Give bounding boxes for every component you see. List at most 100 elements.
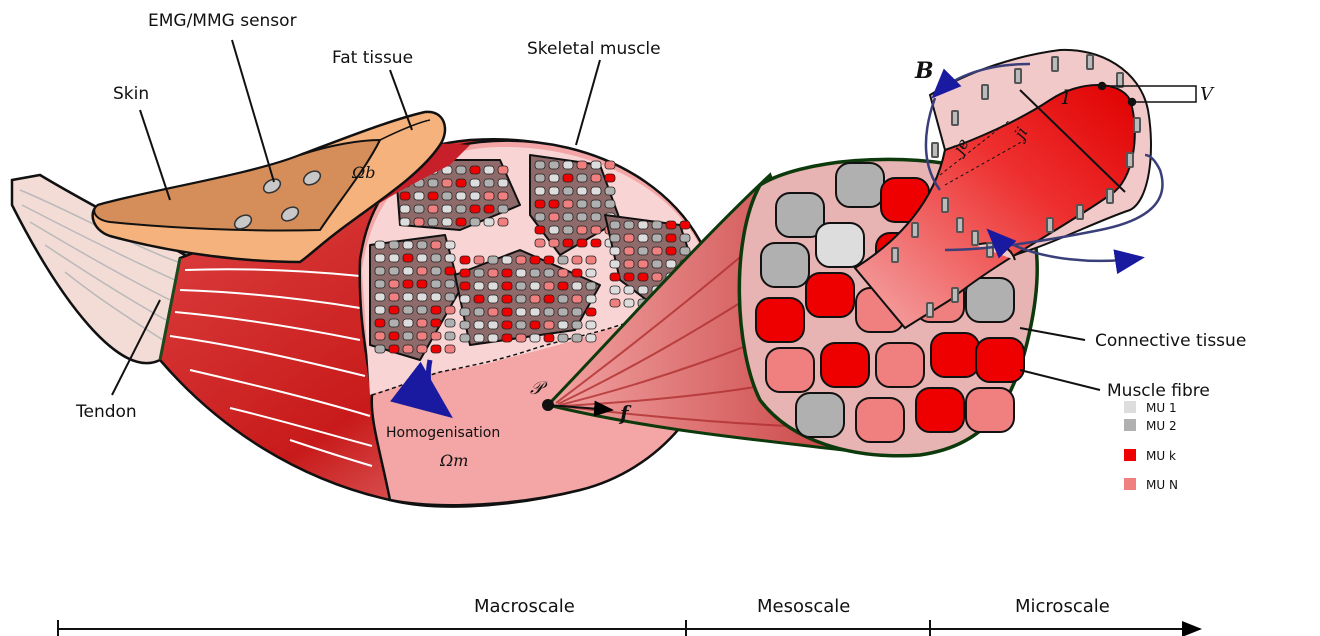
fibre-cell [470, 192, 480, 200]
fibre-cell [431, 332, 441, 340]
fibre-cell [652, 273, 662, 281]
fibre-cell [563, 200, 573, 208]
fibre-cell [544, 269, 554, 277]
muscle-fibre-cell [966, 278, 1014, 322]
fibre-cell [484, 179, 494, 187]
ion-channel [1117, 73, 1123, 87]
symbol-field-b: B [914, 58, 934, 84]
fibre-cell [577, 200, 587, 208]
fibre-cell [389, 332, 399, 340]
fibre-cell [375, 267, 385, 275]
fibre-cell [572, 334, 582, 342]
fibre-cell [558, 321, 568, 329]
fibre-cell [474, 308, 484, 316]
fibre-cell [535, 239, 545, 247]
fibre-cell [577, 174, 587, 182]
fibre-cell [638, 286, 648, 294]
fibre-cell [572, 256, 582, 264]
fibre-cell [484, 218, 494, 226]
ion-channel [952, 111, 958, 125]
fibre-cell [544, 256, 554, 264]
ion-channel [932, 143, 938, 157]
fibre-cell [586, 256, 596, 264]
fibre-cell [535, 187, 545, 195]
fibre-cell [610, 299, 620, 307]
fibre-cell [535, 213, 545, 221]
fibre-cell [456, 192, 466, 200]
fibre-cell [572, 321, 582, 329]
fibre-cell [502, 269, 512, 277]
label-connective-tissue: Connective tissue [1095, 331, 1246, 351]
label-skeletal-muscle: Skeletal muscle [527, 39, 661, 59]
legend-swatch [1124, 419, 1136, 431]
fibre-cell [442, 192, 452, 200]
legend-swatch [1124, 401, 1136, 413]
fibre-cell [460, 282, 470, 290]
fibre-cell [431, 280, 441, 288]
ion-channel [972, 231, 978, 245]
fibre-cell [558, 256, 568, 264]
fibre-cell [456, 205, 466, 213]
fibre-cell [652, 247, 662, 255]
muscle-fibre-cell [766, 348, 814, 392]
fibre-cell [610, 286, 620, 294]
fibre-cell [605, 161, 615, 169]
fibre-cell [666, 260, 676, 268]
fibre-cell [445, 241, 455, 249]
fibre-cell [572, 269, 582, 277]
fibre-cell [488, 269, 498, 277]
label-mesoscale: Mesoscale [757, 596, 850, 617]
fibre-cell [460, 256, 470, 264]
fibre-cell [586, 269, 596, 277]
fibre-cell [474, 334, 484, 342]
fibre-cell [591, 161, 601, 169]
fibre-cell [544, 308, 554, 316]
mu-legend: MU 1MU 2MU kMU N [1124, 401, 1178, 492]
ion-channel [1127, 153, 1133, 167]
fibre-cell [502, 334, 512, 342]
fibre-cell [431, 306, 441, 314]
fibre-cell [502, 282, 512, 290]
fibre-cell [389, 241, 399, 249]
muscle-fibre-cell [816, 223, 864, 267]
fibre-cell [666, 221, 676, 229]
fibre-cell [442, 179, 452, 187]
muscle-fibre-cell [756, 298, 804, 342]
fibre-cell [624, 221, 634, 229]
fibre-cell [563, 213, 573, 221]
fibre-cell [414, 192, 424, 200]
fibre-cell [456, 179, 466, 187]
muscle-fibre-cell [761, 243, 809, 287]
fibre-cell [460, 334, 470, 342]
fibre-cell [498, 192, 508, 200]
fibre-cell [549, 213, 559, 221]
fibre-cell [605, 200, 615, 208]
fibre-cell [460, 321, 470, 329]
fibre-cell [558, 269, 568, 277]
fibre-cell [403, 319, 413, 327]
fibre-cell [417, 319, 427, 327]
fibre-cell [484, 205, 494, 213]
ion-channel [1077, 205, 1083, 219]
fibre-cell [680, 247, 690, 255]
fibre-cell [544, 321, 554, 329]
fibre-cell [417, 306, 427, 314]
fibre-cell [417, 345, 427, 353]
fibre-cell [516, 256, 526, 264]
fibre-cell [417, 280, 427, 288]
fibre-cell [474, 282, 484, 290]
fibre-cell [431, 267, 441, 275]
fibre-cell [624, 234, 634, 242]
fibre-cell [389, 254, 399, 262]
fibre-cell [431, 241, 441, 249]
ion-channel [892, 248, 898, 262]
fibre-cell [484, 192, 494, 200]
muscle-fibre-cell [976, 338, 1024, 382]
fibre-cell [403, 332, 413, 340]
fibre-cell [474, 321, 484, 329]
fibre-cell [563, 239, 573, 247]
ion-channel [942, 198, 948, 212]
fibre-cell [577, 213, 587, 221]
fibre-cell [591, 187, 601, 195]
